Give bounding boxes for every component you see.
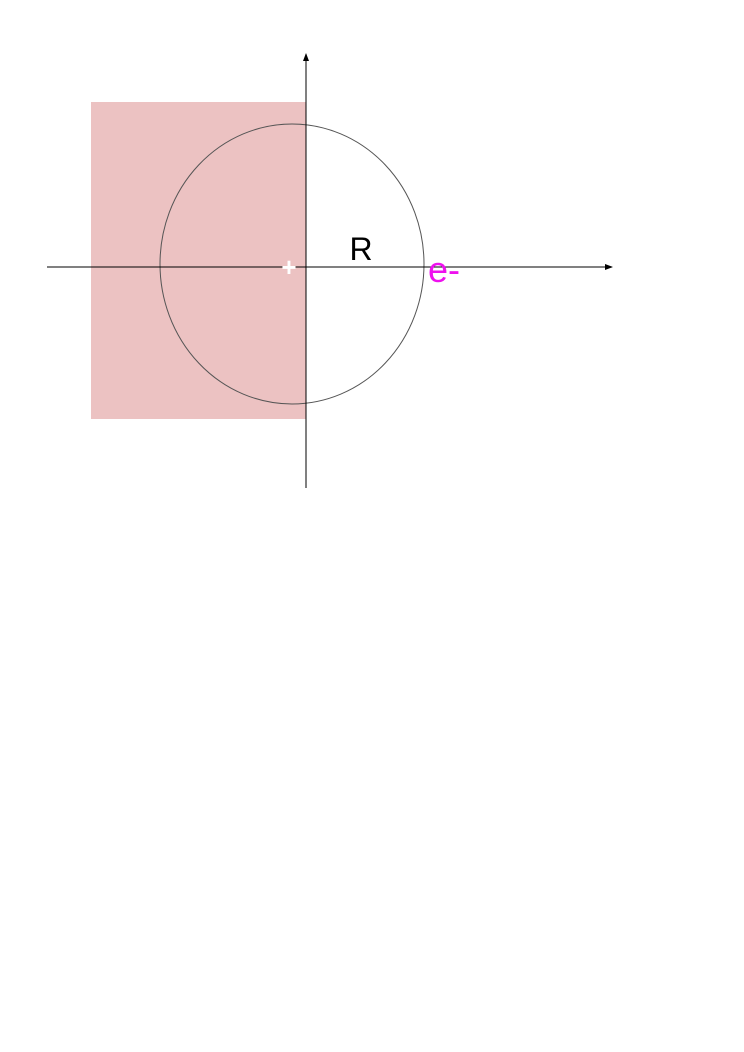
radius-label: R bbox=[349, 231, 372, 267]
nucleus-label: + bbox=[281, 252, 296, 282]
shaded-region bbox=[91, 102, 306, 419]
electron-label: e- bbox=[428, 249, 460, 290]
orbit-circle bbox=[159, 123, 425, 405]
